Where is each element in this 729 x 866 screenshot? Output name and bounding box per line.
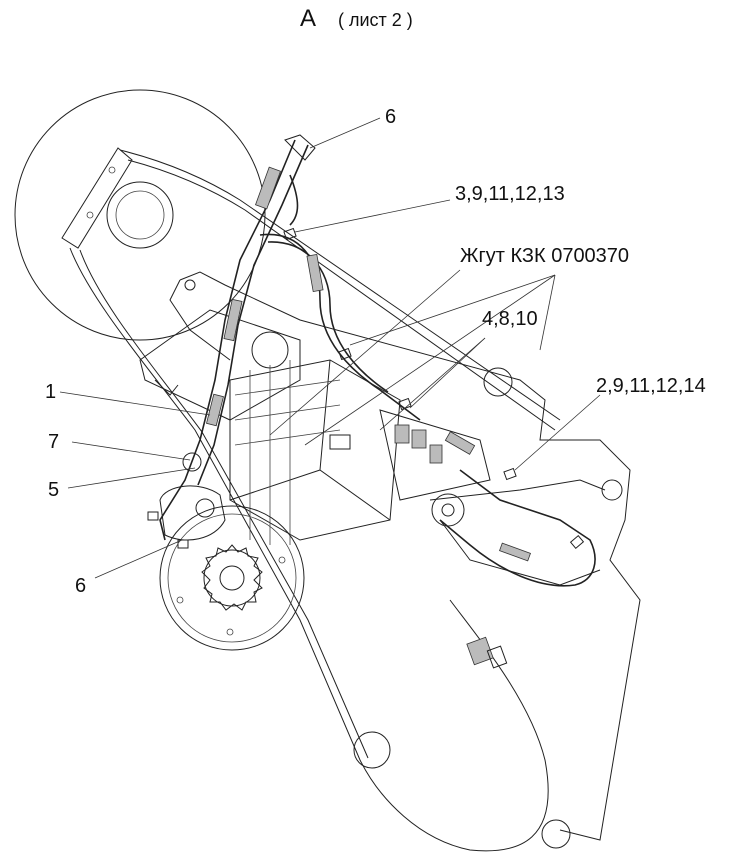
upper-pulley-disc bbox=[14, 89, 266, 341]
view-letter: А bbox=[300, 5, 316, 32]
callout-5: 5 bbox=[48, 479, 59, 501]
callout-3-9-11-12-13: 3,9,11,12,13 bbox=[455, 183, 565, 205]
callout-2-9-11-12-14: 2,9,11,12,14 bbox=[596, 375, 706, 397]
frame-housing bbox=[139, 271, 641, 841]
callout-1: 1 bbox=[45, 381, 56, 403]
callout-6-top: 6 bbox=[385, 106, 396, 128]
lower-bracket bbox=[159, 452, 226, 541]
callout-harness: Жгут КЗК 0700370 bbox=[460, 245, 629, 267]
central-box bbox=[229, 359, 401, 545]
sheet-note: ( лист 2 ) bbox=[338, 10, 413, 30]
drive-belt bbox=[69, 149, 561, 852]
lower-sprocket-wheel bbox=[159, 505, 305, 651]
wire-harness bbox=[159, 134, 596, 587]
leader-lines bbox=[59, 117, 601, 579]
callout-7: 7 bbox=[48, 431, 59, 453]
callout-6-bottom: 6 bbox=[75, 575, 86, 597]
tensioner-rollers bbox=[353, 636, 571, 849]
harness-clamps bbox=[147, 227, 585, 549]
callout-4-8-10: 4,8,10 bbox=[482, 308, 538, 330]
right-connector-block bbox=[379, 367, 623, 586]
